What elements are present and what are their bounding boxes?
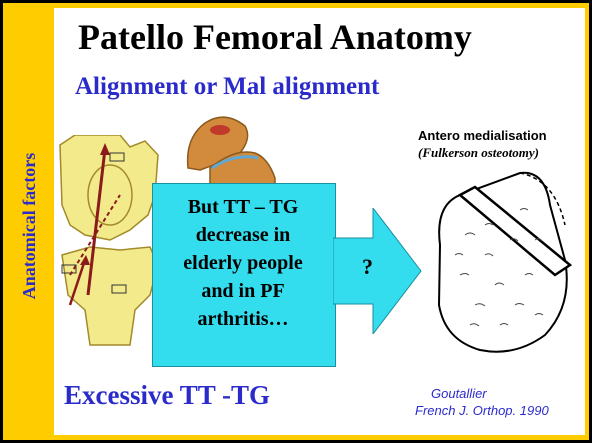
callout-arrow xyxy=(333,208,423,334)
callout-line: arthritis… xyxy=(152,305,334,333)
callout-line: and in PF xyxy=(152,277,334,305)
sidebar-label: Anatomical factors xyxy=(17,121,41,331)
osteotomy-cut xyxy=(460,187,570,275)
tibia-shape xyxy=(62,247,158,345)
patella-shape xyxy=(88,165,132,225)
measure-label: Excessive TT -TG xyxy=(64,380,270,411)
callout-line: decrease in xyxy=(152,221,334,249)
shifted-fragment xyxy=(520,173,565,225)
procedure-title: Antero medialisation xyxy=(418,128,547,143)
cartilage-spot xyxy=(210,125,230,135)
reference-journal: French J. Orthop. 1990 xyxy=(415,403,549,418)
osteotomy-sketch xyxy=(425,165,580,360)
question-mark: ? xyxy=(362,254,373,280)
callout-text: But TT – TG decrease in elderly people a… xyxy=(152,193,334,333)
callout-line: But TT – TG xyxy=(152,193,334,221)
slide-title: Patello Femoral Anatomy xyxy=(78,16,472,58)
procedure-subtitle: (Fulkerson osteotomy) xyxy=(418,145,539,161)
slide-subtitle: Alignment or Mal alignment xyxy=(75,73,379,101)
callout-line: elderly people xyxy=(152,249,334,277)
callout-arrow-shape xyxy=(333,208,421,334)
reference-author: Goutallier xyxy=(431,386,487,401)
patella-section-image xyxy=(180,108,280,188)
